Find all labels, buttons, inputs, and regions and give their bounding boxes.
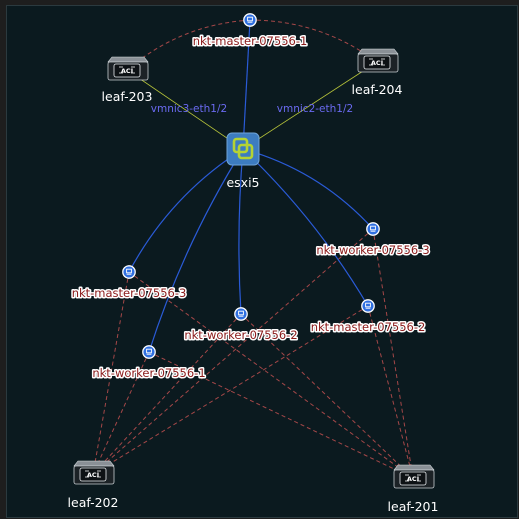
vm-node[interactable]: nkt-master-07556-2 xyxy=(309,299,427,336)
host-vm-link[interactable] xyxy=(238,148,244,315)
uplink-line[interactable] xyxy=(242,61,378,150)
switch-label: leaf-204 xyxy=(352,82,403,97)
switch-node[interactable]: ACI leaf-203 xyxy=(102,56,153,104)
vm-node[interactable]: nkt-worker-07556-1 xyxy=(91,345,207,382)
vm-icon xyxy=(243,13,257,27)
vm-icon xyxy=(234,307,248,321)
host-node[interactable]: esxi5 xyxy=(226,132,260,190)
vm-switch-link[interactable] xyxy=(372,228,414,479)
vm-switch-link[interactable] xyxy=(92,351,150,475)
uplinks xyxy=(126,61,378,150)
switch-badge: ACI xyxy=(407,475,419,483)
vm-switch-link[interactable] xyxy=(92,313,242,475)
aci-switch-icon: ACI xyxy=(357,48,399,73)
vm-switch-link[interactable] xyxy=(92,305,369,475)
vm-icon xyxy=(361,299,375,313)
aci-switch-icon: ACI xyxy=(73,460,115,485)
vm-node[interactable]: nkt-master-07556-1 xyxy=(191,13,309,50)
host-vm-link[interactable] xyxy=(148,148,244,353)
vm-node[interactable]: nkt-master-07556-3 xyxy=(70,265,188,302)
switch-badge: ACI xyxy=(371,59,383,67)
vm-label: nkt-master-07556-3 xyxy=(72,286,187,300)
uplink-label: vmnic2-eth1/2 xyxy=(277,103,353,115)
nodes: ACIleaf-203ACIleaf-204ACIleaf-202ACIleaf… xyxy=(68,13,439,514)
switch-node[interactable]: ACI leaf-204 xyxy=(352,48,403,97)
vm-label: nkt-worker-07556-1 xyxy=(92,366,205,380)
switch-badge: ACI xyxy=(121,67,133,75)
aci-switch-icon: ACI xyxy=(107,56,149,81)
switch-label: leaf-202 xyxy=(68,495,119,510)
uplink-label: vmnic3-eth1/2 xyxy=(151,103,227,115)
switch-node[interactable]: ACI leaf-201 xyxy=(388,464,439,514)
aci-switch-icon: ACI xyxy=(393,464,435,489)
vm-label: nkt-worker-07556-2 xyxy=(184,328,297,342)
vm-label: nkt-worker-07556-3 xyxy=(316,243,429,257)
vm-switch-link[interactable] xyxy=(240,313,414,479)
vm-label: nkt-master-07556-1 xyxy=(193,34,308,48)
vmware-host-icon xyxy=(226,132,260,166)
vm-switch-link[interactable] xyxy=(128,271,414,479)
vm-node[interactable]: nkt-worker-07556-3 xyxy=(315,222,431,259)
host-vm-link[interactable] xyxy=(128,148,244,273)
vm-icon xyxy=(142,345,156,359)
vm-switch-link[interactable] xyxy=(367,305,414,479)
vm-icon xyxy=(122,265,136,279)
vm-label: nkt-master-07556-2 xyxy=(311,320,426,334)
uplink-line[interactable] xyxy=(126,69,244,150)
host-label: esxi5 xyxy=(226,175,259,190)
vm-node[interactable]: nkt-worker-07556-2 xyxy=(183,307,299,344)
vm-icon xyxy=(366,222,380,236)
switch-label: leaf-203 xyxy=(102,89,153,104)
vm-switch-link[interactable] xyxy=(92,228,374,475)
switch-node[interactable]: ACI leaf-202 xyxy=(68,460,119,510)
host-vm-link[interactable] xyxy=(242,148,369,307)
switch-label: leaf-201 xyxy=(388,499,439,514)
host-vm-links xyxy=(128,19,374,353)
host-vm-link[interactable] xyxy=(242,148,374,230)
uplink-labels: vmnic3-eth1/2 vmnic2-eth1/2 xyxy=(151,103,353,115)
vm-switch-link[interactable] xyxy=(148,351,414,479)
switch-badge: ACI xyxy=(87,471,99,479)
